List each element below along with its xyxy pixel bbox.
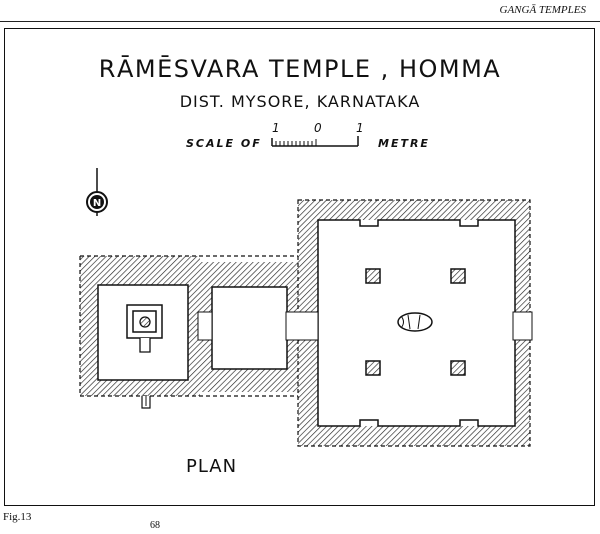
scale-unit: METRE [378, 137, 430, 150]
water-spout [141, 396, 151, 409]
outer-outline [79, 199, 531, 447]
scale-prefix: SCALE OF [186, 137, 262, 150]
mandapa-pillars [365, 268, 466, 376]
running-header: GANGĀ TEMPLES [499, 4, 586, 16]
linga-pedestal [126, 304, 163, 353]
north-arrow-icon: N [86, 168, 108, 216]
drawing-frame [4, 28, 595, 506]
page-number: 68 [150, 520, 160, 531]
scale-tick-left: 1 [272, 121, 280, 135]
figure-label: Fig.13 [3, 511, 32, 523]
drawing-title: RĀMĒSVARA TEMPLE , HOMMA [98, 55, 502, 83]
plan-label: PLAN [186, 456, 238, 477]
north-letter: N [93, 198, 101, 209]
scale-bar [271, 136, 359, 147]
drawing-subtitle: DIST. MYSORE, KARNATAKA [179, 92, 421, 111]
wall-hatching [80, 200, 530, 446]
nandi-figure [397, 312, 433, 332]
doorways [197, 311, 533, 341]
scale-tick-center: 0 [314, 121, 322, 135]
header-divider [0, 21, 600, 22]
scale-tick-right: 1 [356, 121, 364, 135]
